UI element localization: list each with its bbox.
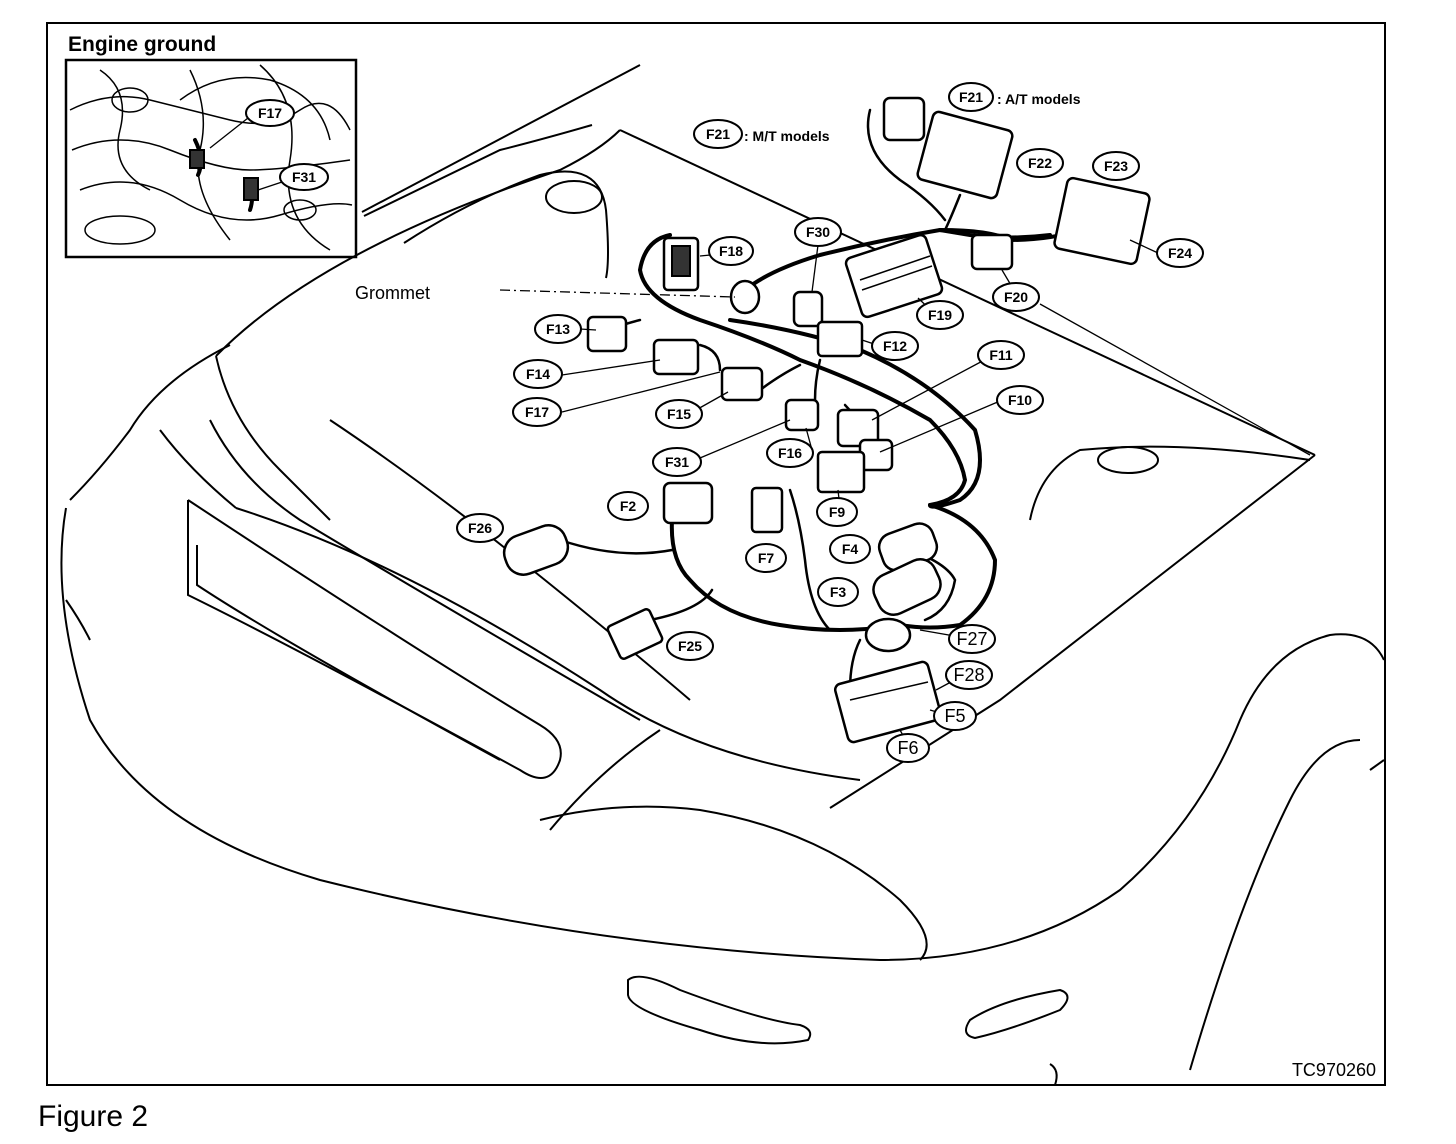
connector-f27-body (864, 617, 912, 653)
callout-f17: F17 (512, 397, 562, 427)
connector-f9-body (816, 450, 866, 494)
label-f22: F22 (1028, 155, 1052, 171)
label-f25: F25 (678, 638, 702, 654)
label-f23: F23 (1104, 158, 1128, 174)
car-body-outline (60, 64, 1385, 1086)
connector-f23-f24-body (1053, 176, 1151, 266)
connector-f30-body (792, 290, 824, 328)
callout-f15: F15 (655, 399, 703, 429)
label-f5: F5 (944, 706, 965, 726)
callout-f26: F26 (456, 513, 504, 543)
callout-f20: F20 (992, 282, 1040, 312)
callout-f30: F30 (794, 217, 842, 247)
callout-f24: F24 (1156, 238, 1204, 268)
connector-f13-body (586, 315, 628, 353)
connector-f25-body (606, 608, 664, 660)
callout-f9: F9 (816, 497, 858, 527)
callout-f25: F25 (666, 631, 714, 661)
callout-f2: F2 (607, 491, 649, 521)
legend-mt-note: : M/T models (744, 128, 830, 144)
label-f3: F3 (830, 584, 847, 600)
label-f16: F16 (778, 445, 802, 461)
label-f15: F15 (667, 406, 691, 422)
callout-f10: F10 (996, 385, 1044, 415)
callout-f13: F13 (534, 314, 582, 344)
label-f6: F6 (897, 738, 918, 758)
connector-f20-body (970, 233, 1014, 271)
legend-mt-connector: F21 (706, 126, 730, 142)
legend: F21 : A/T models F21 : M/T models (693, 82, 1081, 149)
label-f4: F4 (842, 541, 859, 557)
callout-f12: F12 (871, 331, 919, 361)
connector-f21-at-body (882, 96, 926, 142)
label-f9: F9 (829, 504, 846, 520)
callout-f16: F16 (766, 438, 814, 468)
label-f18: F18 (719, 243, 743, 259)
callout-f11: F11 (977, 340, 1025, 370)
callout-f14: F14 (513, 359, 563, 389)
connector-f19-body (844, 233, 944, 319)
callout-f7: F7 (745, 543, 787, 573)
callout-f3: F3 (817, 577, 859, 607)
callout-f31: F31 (652, 447, 702, 477)
callout-f27: F27 (948, 624, 996, 654)
connector-f11-body (836, 408, 880, 448)
callout-f23: F23 (1092, 151, 1140, 181)
connector-f3-body (872, 558, 942, 616)
reference-code: TC970260 (1292, 1060, 1376, 1080)
inset-engine-sketch (69, 64, 353, 251)
connector-f5-f6-body (833, 660, 943, 744)
label-f24: F24 (1168, 245, 1192, 261)
grommet-label: Grommet (355, 283, 430, 303)
inset-label-f17: F17 (258, 105, 282, 121)
label-f20: F20 (1004, 289, 1028, 305)
label-f31: F31 (665, 454, 689, 470)
connector-f26-body (502, 524, 570, 576)
label-f14: F14 (526, 366, 550, 382)
grommet-shape (729, 279, 761, 315)
connector-f22-body (916, 110, 1014, 200)
diagram-frame (46, 22, 1386, 1086)
connector-f7-body (750, 486, 784, 534)
connector-f2-body (662, 481, 714, 525)
label-f28: F28 (953, 665, 984, 685)
connector-f16-body (784, 398, 820, 432)
connector-f14-body (652, 338, 700, 376)
harness-wires (558, 108, 1082, 692)
callout-f6: F6 (886, 733, 930, 763)
label-f27: F27 (956, 629, 987, 649)
callout-f19: F19 (916, 300, 964, 330)
legend-at-note: : A/T models (997, 91, 1081, 107)
callout-f5: F5 (933, 701, 977, 731)
inset-callout-f31: F31 (257, 163, 329, 191)
inset-callout-f17: F17 (209, 99, 295, 149)
legend-at-connector: F21 (959, 89, 983, 105)
reference-code-block: TC970260 (1292, 1060, 1376, 1080)
label-f2: F2 (620, 498, 637, 514)
label-f13: F13 (546, 321, 570, 337)
callout-f22: F22 (1016, 148, 1064, 178)
leader-lines (499, 239, 1311, 749)
inset-label-f31: F31 (292, 169, 316, 185)
figure-caption: Figure 2 (38, 1100, 149, 1133)
label-f17: F17 (525, 404, 549, 420)
connector-shapes (502, 96, 1151, 744)
callout-f28: F28 (945, 660, 993, 690)
label-f11: F11 (989, 347, 1013, 363)
label-f7: F7 (758, 550, 775, 566)
label-f19: F19 (928, 307, 952, 323)
label-f12: F12 (883, 338, 907, 354)
grommet-callout: Grommet (355, 283, 430, 303)
callout-f4: F4 (829, 534, 871, 564)
label-f10: F10 (1008, 392, 1032, 408)
connector-f12-body (816, 320, 864, 358)
engine-ground-inset: Engine ground F17 F31 (64, 33, 358, 259)
inset-title: Engine ground (68, 33, 216, 56)
connector-f15-body (720, 366, 764, 402)
label-f26: F26 (468, 520, 492, 536)
connector-callouts: F18 F30 F19 F12 F13 F14 F17 F15 F31 F16 … (456, 148, 1204, 763)
callout-f18: F18 (708, 236, 754, 266)
label-f30: F30 (806, 224, 830, 240)
